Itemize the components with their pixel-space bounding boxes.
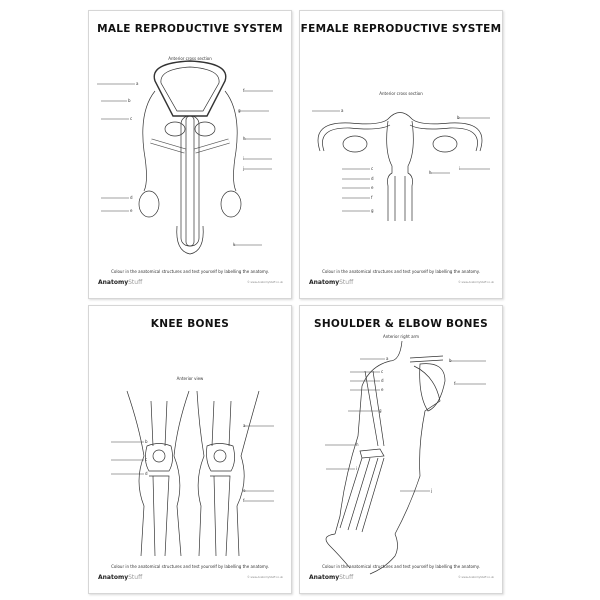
label-letter: c <box>145 457 147 462</box>
label-letter: f <box>243 498 245 503</box>
female-anatomy-diagram <box>317 112 483 221</box>
label-letter: a <box>386 356 389 361</box>
label-lines: a b c d e f g h ij k <box>97 81 273 247</box>
label-letter: c <box>371 166 373 171</box>
sheet-title: SHOULDER & ELBOW BONES <box>313 318 488 330</box>
label-letter: e <box>371 185 374 190</box>
label-letter: b <box>457 115 460 120</box>
label-letter: j <box>242 166 244 171</box>
sheet-subtitle: Anterior cross section <box>168 56 212 61</box>
label-letter: g <box>371 208 374 213</box>
label-letter: f <box>371 195 373 200</box>
anatomystuff-logo: AnatomyStuff <box>98 279 143 286</box>
copyright: © www.AnatomyStuff.co.uk <box>458 576 494 579</box>
label-letter: d <box>381 378 384 383</box>
instructions: Colour in the anatomical structures and … <box>111 269 269 274</box>
label-letter: i <box>243 156 244 161</box>
shoulder-elbow-worksheet: SHOULDER & ELBOW BONES Anterior right ar… <box>299 305 503 594</box>
knee-diagram <box>126 390 260 557</box>
sheet-subtitle: Anterior cross section <box>379 91 423 96</box>
anatomystuff-logo: AnatomyStuff <box>309 574 354 581</box>
label-letter: k <box>233 242 236 247</box>
copyright: © www.AnatomyStuff.co.uk <box>247 576 283 579</box>
sheet-title: FEMALE REPRODUCTIVE SYSTEM <box>300 23 502 35</box>
label-letter: c <box>130 116 132 121</box>
anatomystuff-logo: AnatomyStuff <box>98 574 143 581</box>
copyright: © www.AnatomyStuff.co.uk <box>458 281 494 284</box>
label-letter: g <box>238 108 241 113</box>
label-letter: h <box>429 170 432 175</box>
label-letter: e <box>130 208 133 213</box>
label-lines: a b c d ef <box>111 423 274 503</box>
instructions: Colour in the anatomical structures and … <box>322 564 480 569</box>
label-letter: b <box>145 439 148 444</box>
label-letter: f <box>454 381 456 386</box>
instructions: Colour in the anatomical structures and … <box>111 564 269 569</box>
label-letter: d <box>371 176 374 181</box>
label-letter: i <box>356 466 357 471</box>
label-letter: b <box>128 98 131 103</box>
male-reproductive-worksheet: MALE REPRODUCTIVE SYSTEM Anterior cross … <box>88 10 292 299</box>
male-anatomy-diagram <box>138 60 242 255</box>
label-lines: a b cde f g h i j <box>325 356 486 493</box>
label-letter: j <box>430 488 432 493</box>
label-letter: h <box>356 442 359 447</box>
label-letter: b <box>449 358 452 363</box>
sheet-subtitle: Anterior view <box>176 376 204 381</box>
label-letter: a <box>341 108 344 113</box>
label-letter: d <box>145 471 148 476</box>
female-reproductive-worksheet: FEMALE REPRODUCTIVE SYSTEM Anterior cros… <box>299 10 503 299</box>
instructions: Colour in the anatomical structures and … <box>322 269 480 274</box>
sheet-subtitle: Anterior right arm <box>382 334 419 339</box>
sheet-title: MALE REPRODUCTIVE SYSTEM <box>97 23 283 35</box>
label-letter: g <box>379 408 382 413</box>
label-letter: h <box>243 136 246 141</box>
label-letter: c <box>381 369 383 374</box>
label-letter: e <box>381 387 384 392</box>
sheet-title: KNEE BONES <box>150 318 230 330</box>
arm-diagram <box>325 340 446 575</box>
label-letter: e <box>243 488 246 493</box>
label-letter: f <box>243 88 245 93</box>
label-letter: a <box>136 81 139 86</box>
label-letter: d <box>130 195 133 200</box>
label-letter: i <box>459 166 460 171</box>
anatomystuff-logo: AnatomyStuff <box>309 279 354 286</box>
label-letter: a <box>243 423 246 428</box>
copyright: © www.AnatomyStuff.co.uk <box>247 281 283 284</box>
